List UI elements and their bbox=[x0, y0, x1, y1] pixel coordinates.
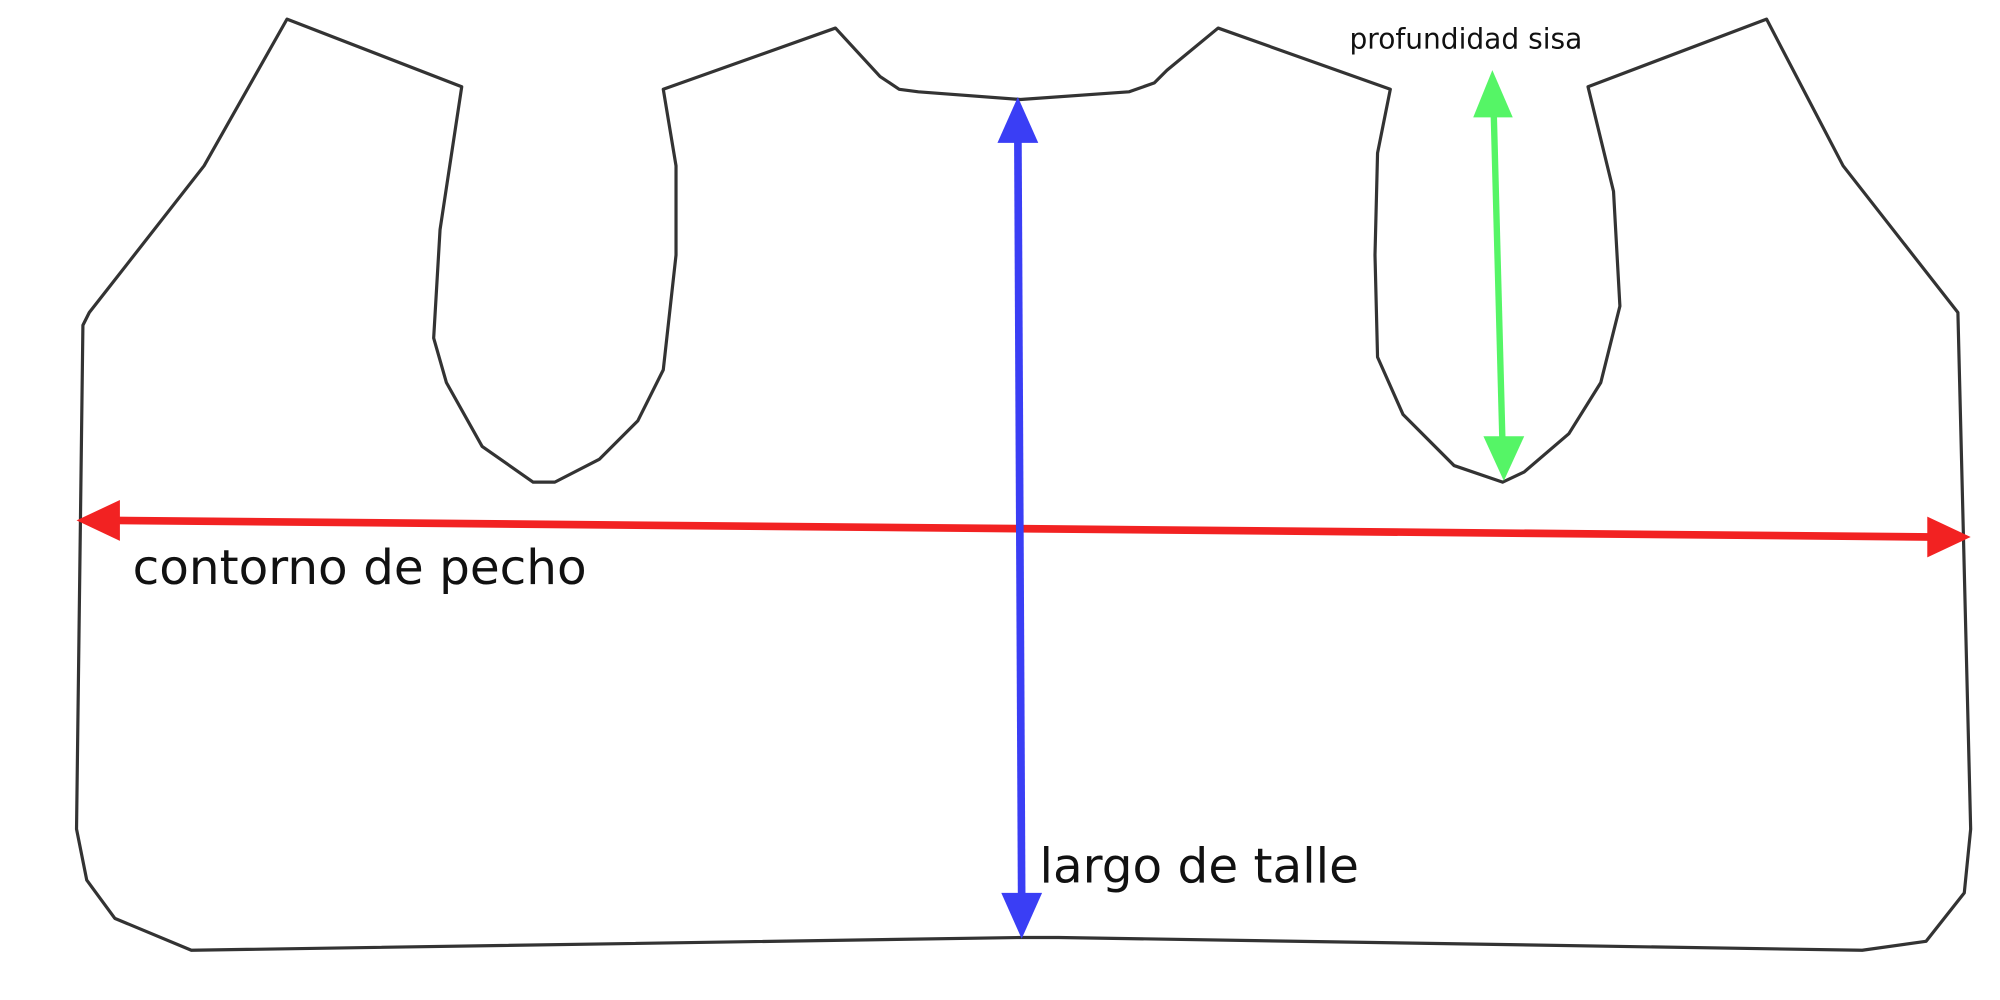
arrowhead-top bbox=[997, 96, 1039, 143]
arrowhead-bottom bbox=[1483, 436, 1525, 481]
arrowhead-top bbox=[1473, 70, 1513, 118]
armhole-arrow bbox=[1473, 70, 1525, 481]
arrowhead-bottom bbox=[1001, 892, 1043, 939]
chest-label: contorno de pecho bbox=[133, 540, 587, 596]
length-arrow bbox=[997, 96, 1043, 939]
arrowhead-left bbox=[76, 500, 120, 541]
arrowhead-right bbox=[1927, 516, 1971, 558]
armhole-label: profundidad sisa bbox=[1349, 22, 1582, 55]
length-label: largo de talle bbox=[1040, 839, 1359, 895]
bodice-outline bbox=[74, 17, 1973, 952]
